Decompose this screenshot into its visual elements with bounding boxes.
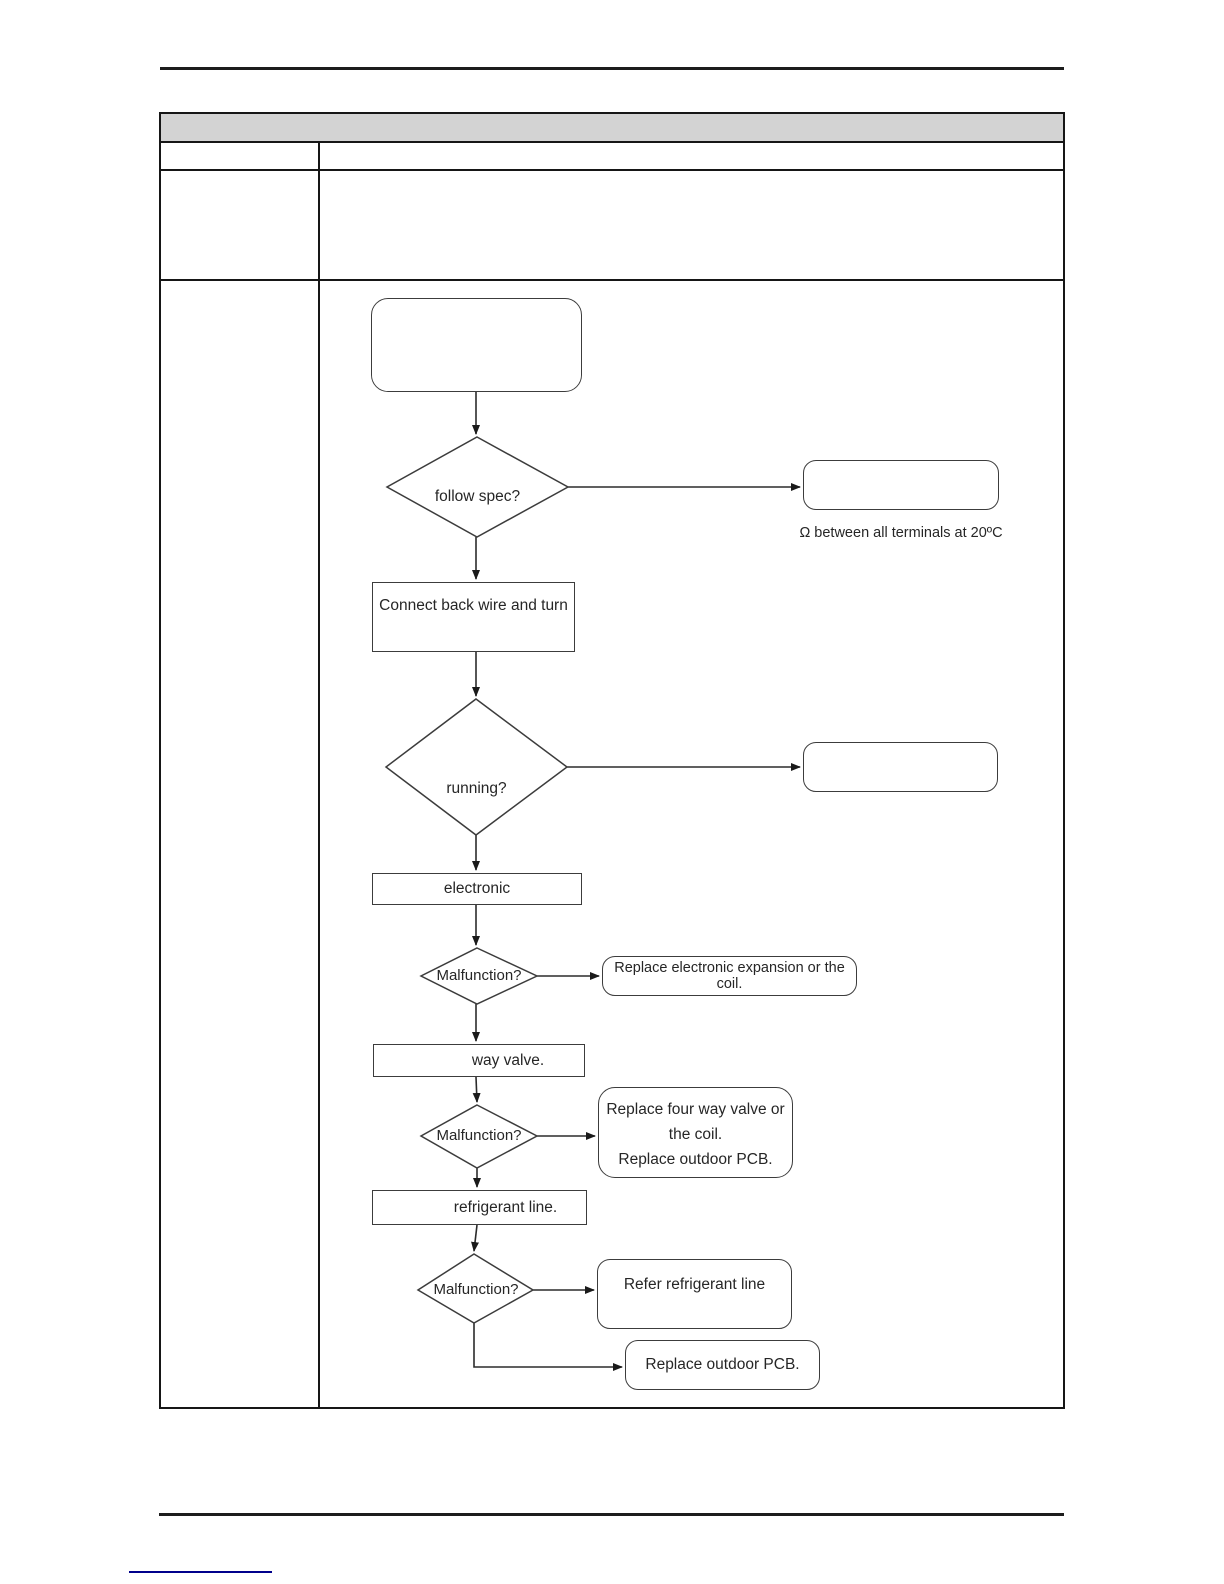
table-cell-label xyxy=(161,171,320,279)
table-row-flowchart xyxy=(161,281,1063,1407)
decision-diamond-malfunction-2 xyxy=(419,1104,539,1169)
result-box-replace-electronic-expansion: Replace electronic expansion or the coil… xyxy=(602,956,857,996)
decision-diamond-follow-spec xyxy=(385,436,570,538)
decision-label-running: running? xyxy=(446,780,507,797)
troubleshooting-table xyxy=(159,112,1065,1409)
result-box-refer-refrigerant-line: Refer refrigerant line xyxy=(597,1259,792,1329)
process-box-refrigerant-line: refrigerant line. xyxy=(372,1190,587,1225)
decision-label-malfunction-2: Malfunction? xyxy=(436,1127,522,1144)
table-cell-label xyxy=(161,143,320,169)
decision-label-malfunction-3: Malfunction? xyxy=(433,1281,519,1298)
start-terminator-box xyxy=(371,298,582,392)
table-header-bar xyxy=(161,114,1063,143)
process-box-way-valve: way valve. xyxy=(373,1044,585,1077)
result-box-replace-outdoor-pcb: Replace outdoor PCB. xyxy=(625,1340,820,1390)
footer-link-underline xyxy=(129,1571,272,1573)
table-row xyxy=(161,143,1063,171)
result-line: Replace outdoor PCB. xyxy=(618,1151,773,1169)
resistance-note-text: Ω between all terminals at 20ºC xyxy=(799,525,1003,541)
table-cell-label xyxy=(161,281,320,1407)
decision-label-malfunction-1: Malfunction? xyxy=(436,967,522,984)
result-box-check-resistance xyxy=(803,460,999,510)
decision-diamond-malfunction-1 xyxy=(419,947,539,1005)
result-box-empty xyxy=(803,742,998,792)
decision-diamond-running xyxy=(384,698,569,836)
process-box-connect-back-wire: Connect back wire and turn xyxy=(372,582,575,652)
result-line: the coil. xyxy=(668,1126,723,1144)
bottom-horizontal-rule xyxy=(159,1513,1064,1516)
top-horizontal-rule xyxy=(160,67,1064,70)
decision-diamond-malfunction-3 xyxy=(416,1253,535,1324)
decision-label-follow-spec: follow spec? xyxy=(434,488,521,505)
table-row xyxy=(161,171,1063,281)
result-line: Replace four way valve or xyxy=(606,1101,785,1118)
process-box-electronic: electronic xyxy=(372,873,582,905)
result-box-replace-four-way-valve: Replace four way valve or the coil. Repl… xyxy=(598,1087,793,1178)
